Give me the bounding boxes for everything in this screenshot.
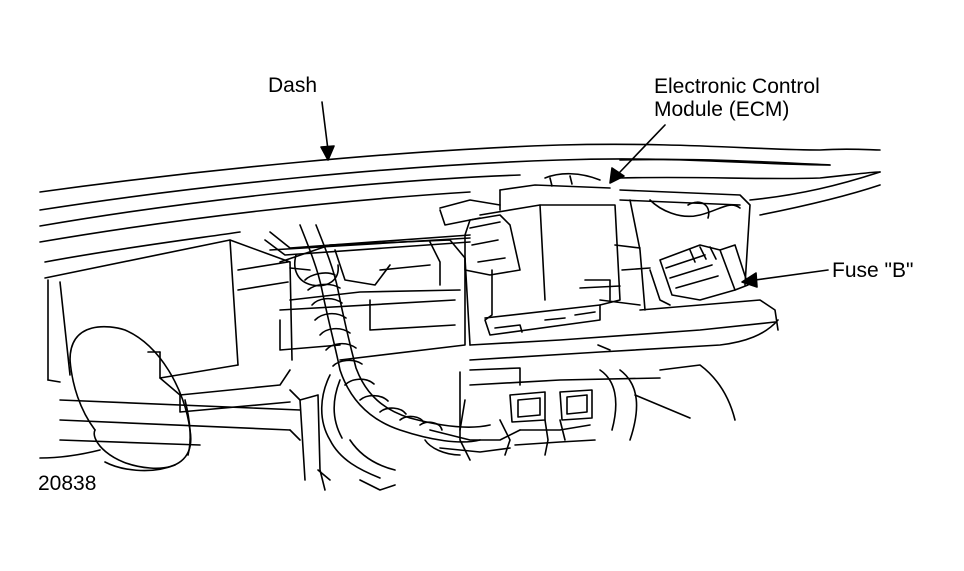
fuse-block (600, 190, 778, 330)
round-duct (40, 327, 191, 471)
dash-panel (40, 144, 880, 262)
center-vent (280, 240, 470, 360)
fuse-label: Fuse "B" (832, 259, 914, 282)
leader-arrows (321, 102, 828, 287)
ecm-label-line2: Module (ECM) (654, 98, 790, 121)
dash-rails (265, 200, 500, 255)
left-housing (45, 240, 300, 445)
ecm-label: Electronic Control Module (ECM) (654, 75, 820, 121)
lower-dash-edge (460, 320, 778, 460)
ecm-label-line1: Electronic Control (654, 75, 820, 98)
connectors (500, 390, 595, 455)
lower-bracket (290, 390, 330, 490)
dash-label: Dash (268, 74, 318, 97)
ecm-module (465, 174, 620, 335)
figure-number: 20838 (38, 472, 97, 495)
wiring-harness (295, 225, 520, 490)
